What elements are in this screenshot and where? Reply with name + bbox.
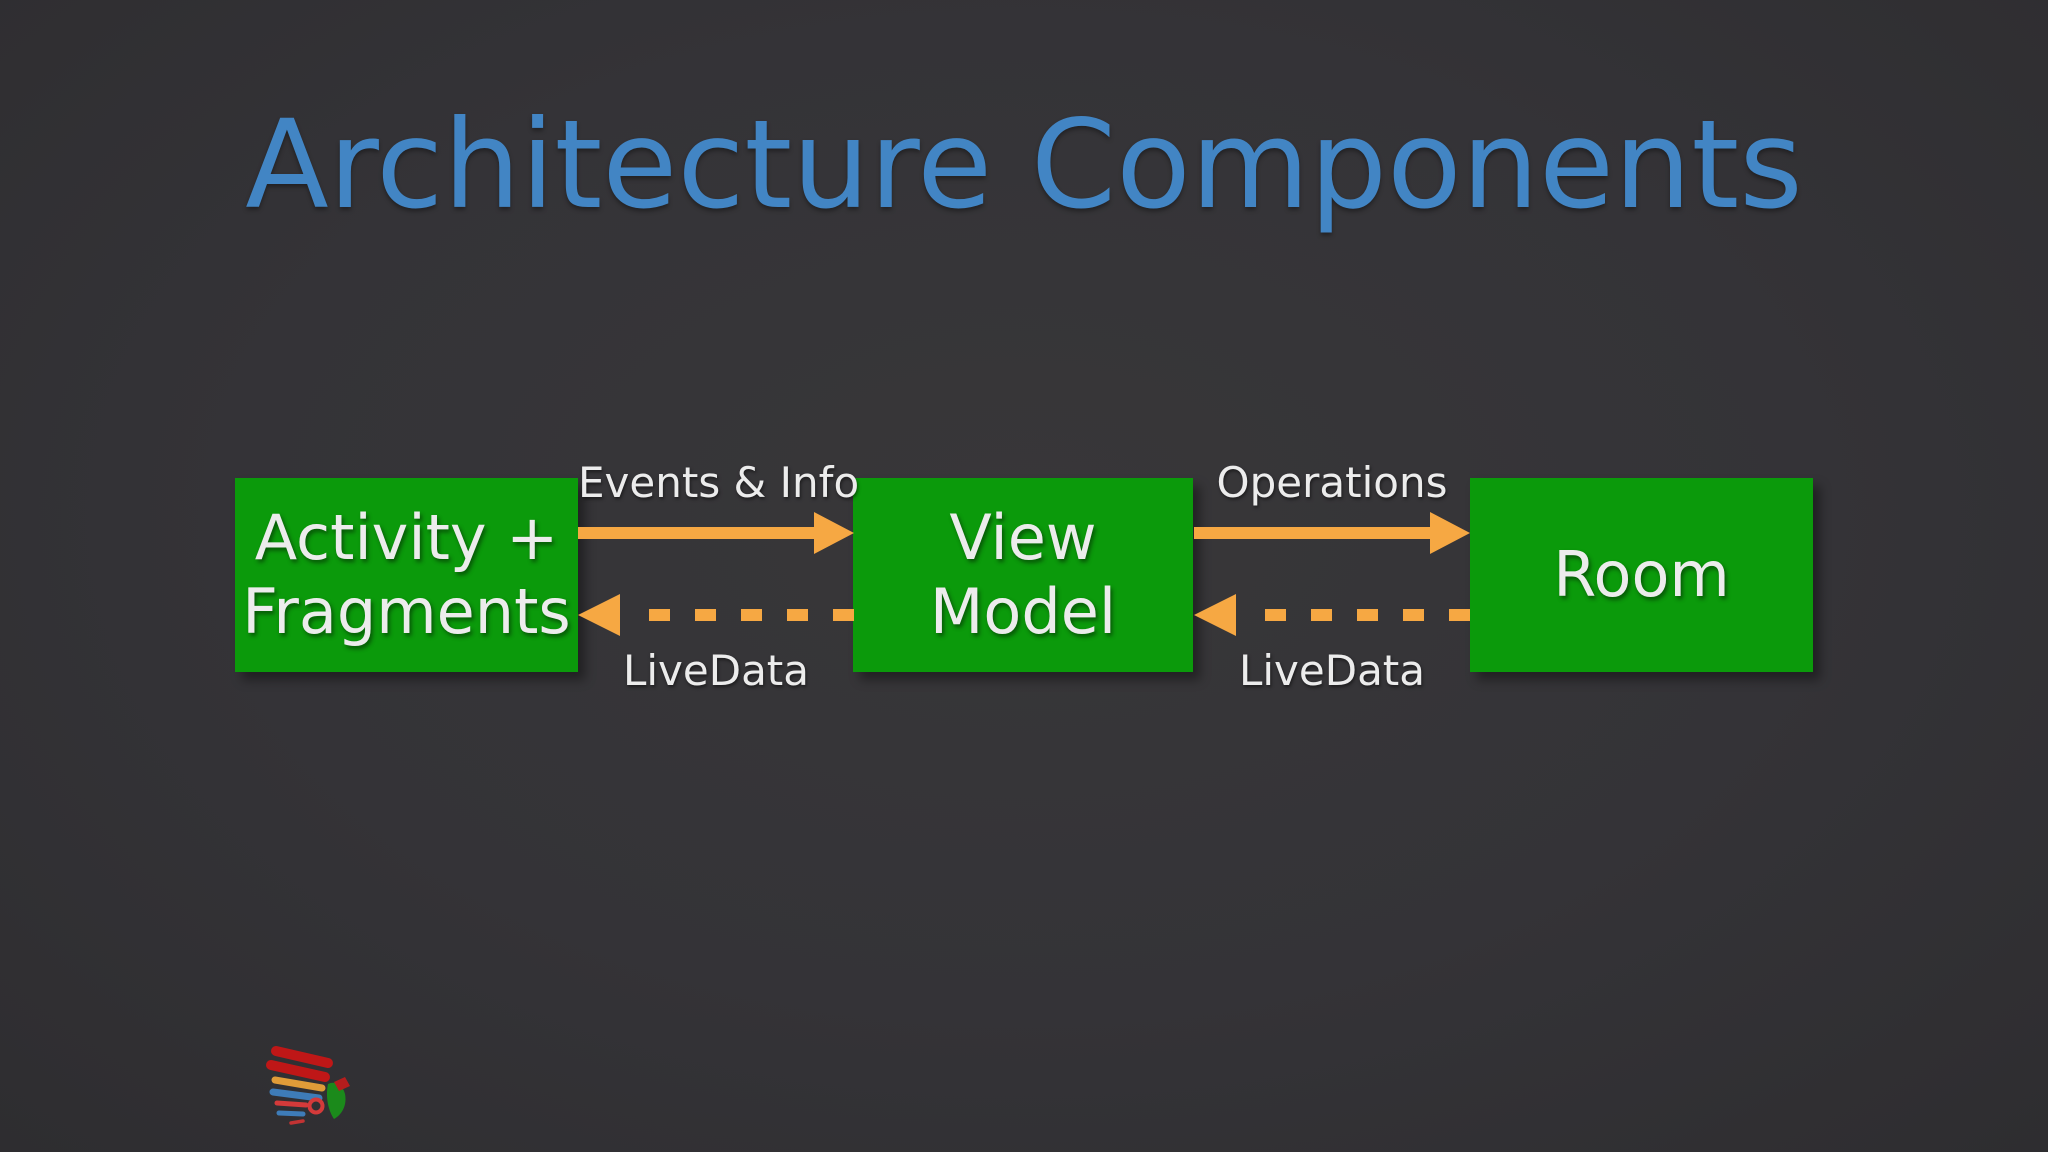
box-activity-line2: Fragments: [242, 575, 571, 648]
label-livedata-left: LiveData: [622, 646, 810, 695]
box-view-model: View Model: [853, 478, 1193, 672]
slide-title: Architecture Components: [245, 94, 1803, 236]
box-viewmodel-line1: View: [949, 501, 1097, 574]
arrow-right-solid-events-icon: [578, 512, 854, 554]
box-room: Room: [1470, 478, 1813, 672]
label-operations: Operations: [1216, 458, 1448, 507]
box-room-line1: Room: [1553, 538, 1730, 611]
box-viewmodel-line2: Model: [929, 575, 1117, 648]
arrow-left-dashed-livedata2-icon: [1194, 594, 1470, 636]
arrow-left-dashed-livedata-icon: [578, 594, 854, 636]
label-livedata-right: LiveData: [1238, 646, 1426, 695]
label-events-info: Events & Info: [578, 458, 860, 507]
box-activity-line1: Activity +: [254, 501, 559, 574]
box-activity-fragments: Activity + Fragments: [235, 478, 578, 672]
arrow-right-solid-operations-icon: [1194, 512, 1470, 554]
company-logo-icon: [266, 1046, 350, 1125]
